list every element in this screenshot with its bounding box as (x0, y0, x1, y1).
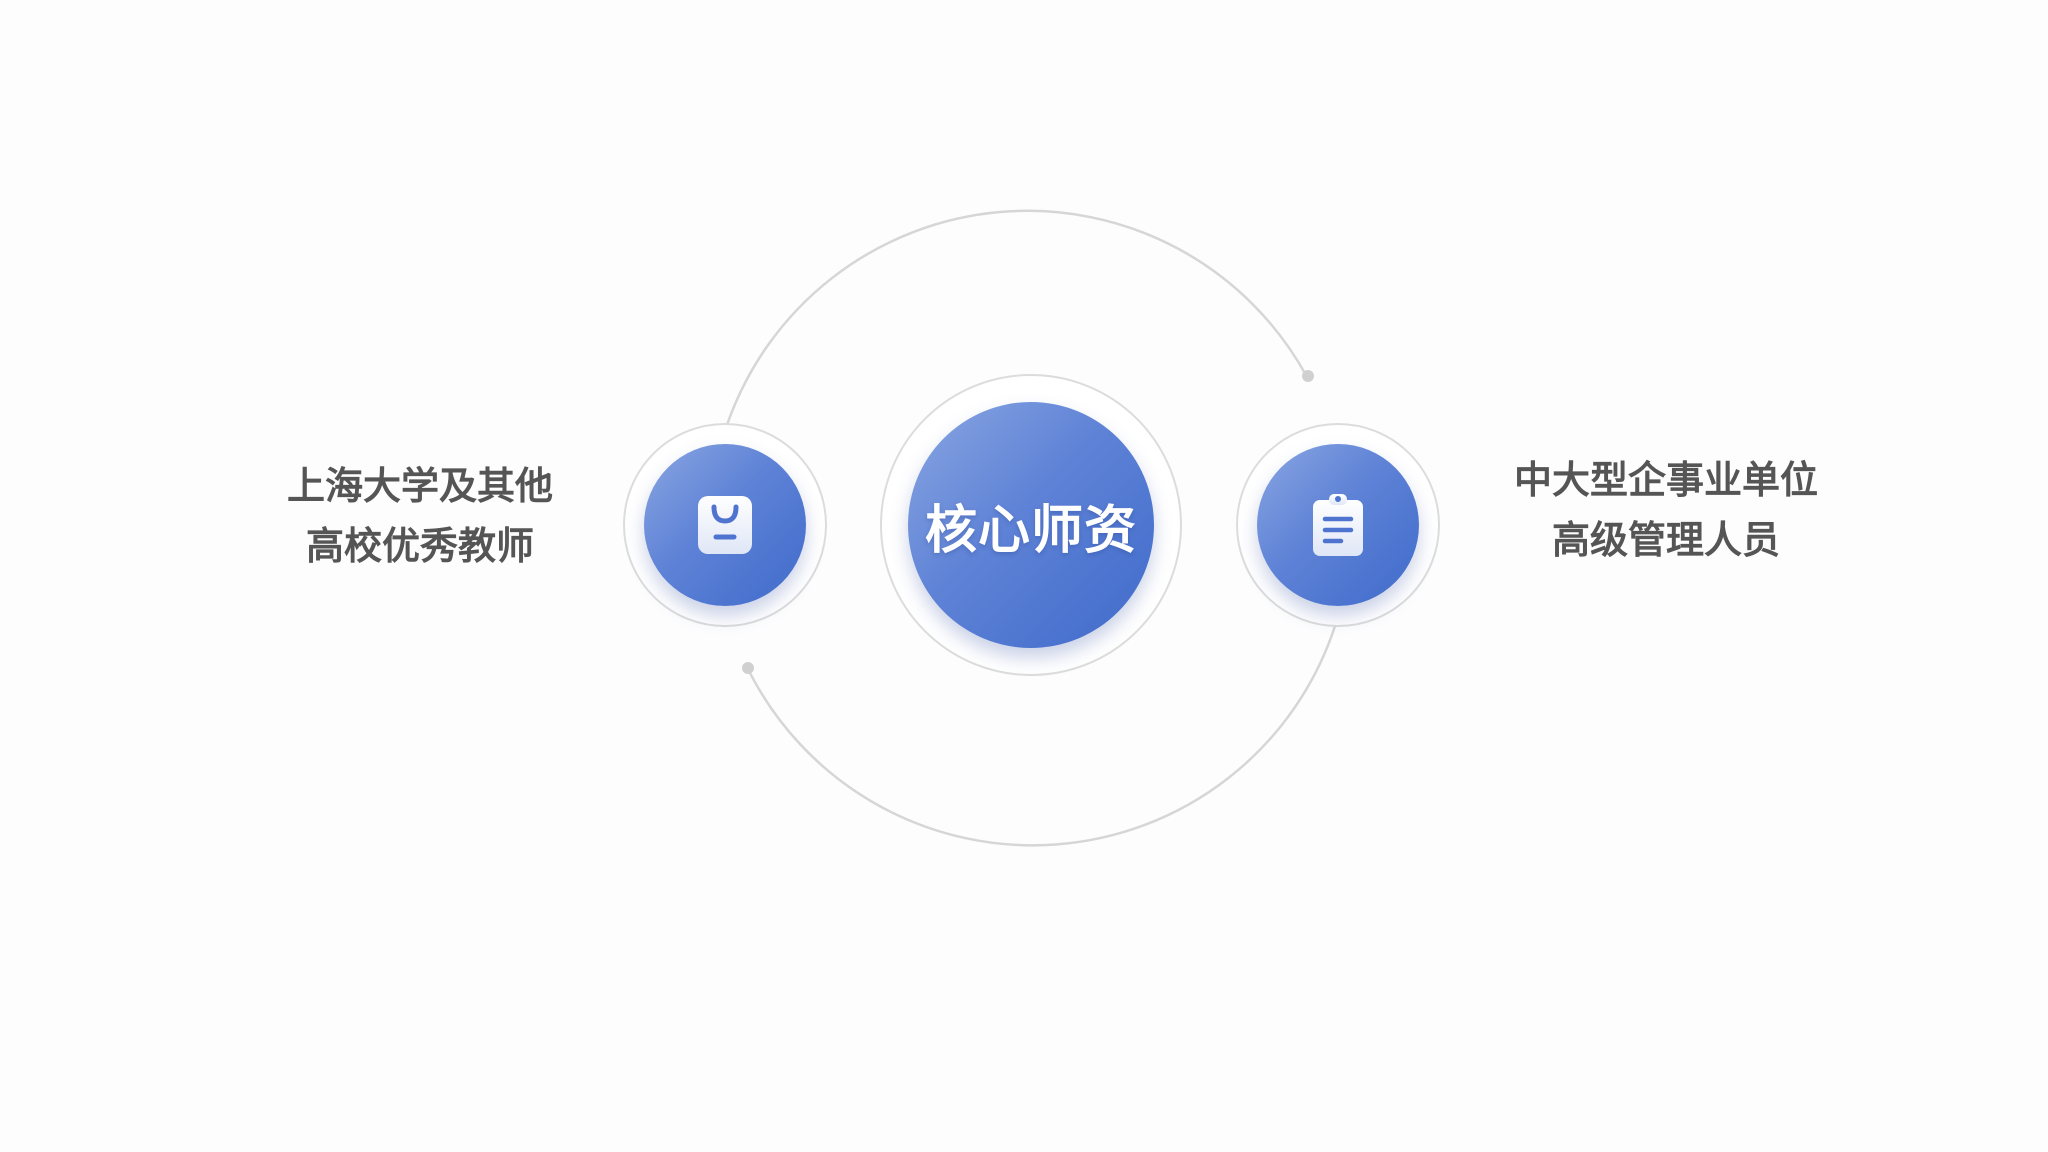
right-node (1257, 444, 1419, 606)
orbit-arc-lower (746, 625, 1337, 847)
orbit-arc-upper (725, 209, 1309, 426)
right-description: 中大型企事业单位 高级管理人员 (1466, 450, 1866, 570)
left-node (644, 444, 806, 606)
orbit-dot-lower (742, 662, 754, 674)
shopping-bag-icon (695, 493, 755, 557)
left-description: 上海大学及其他 高校优秀教师 (240, 456, 600, 576)
orbit-dot-upper (1302, 370, 1314, 382)
center-node: 核心师资 (908, 402, 1154, 648)
clipboard-icon (1310, 492, 1366, 558)
right-description-line-1: 中大型企事业单位 (1513, 458, 1818, 502)
center-label: 核心师资 (924, 500, 1137, 561)
right-description-line-2: 高级管理人员 (1551, 518, 1780, 562)
left-description-line-1: 上海大学及其他 (286, 464, 553, 508)
left-description-line-2: 高校优秀教师 (305, 524, 534, 568)
